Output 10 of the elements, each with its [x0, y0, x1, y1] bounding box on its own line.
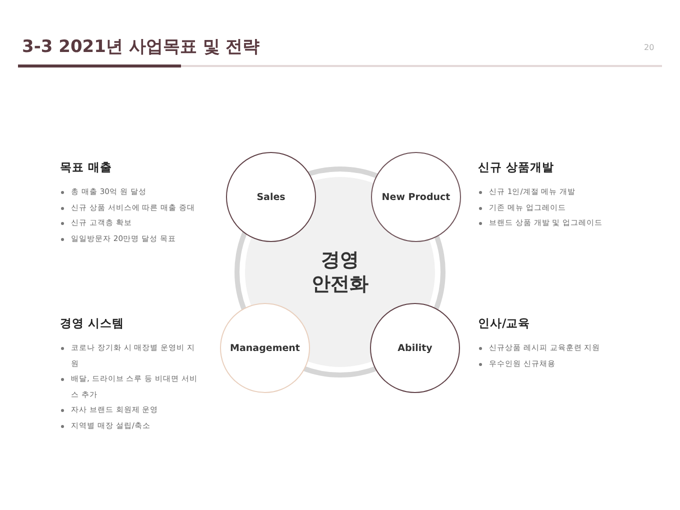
slide-title: 3-3 2021년 사업목표 및 전략: [22, 36, 260, 58]
section-heading: 목표 매출: [60, 160, 114, 175]
topic-circle: Management: [220, 303, 310, 393]
topic-circle: New Product: [371, 152, 461, 242]
section-heading: 경영 시스템: [60, 316, 126, 331]
section-heading: 인사/교육: [478, 316, 532, 331]
section-heading: 신규 상품개발: [478, 160, 556, 175]
page-number: 20: [644, 43, 654, 52]
topic-circle: Ability: [370, 303, 460, 393]
topic-circle: Sales: [226, 152, 316, 242]
